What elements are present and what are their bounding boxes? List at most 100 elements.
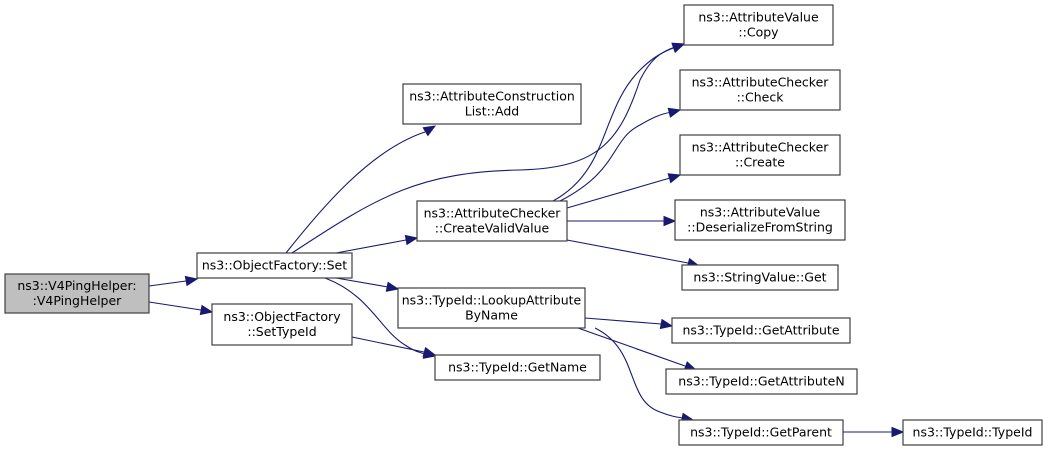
arrowhead-icon (422, 346, 437, 358)
node-label: ns3::AttributeChecker (692, 140, 830, 155)
edge-line (566, 239, 689, 264)
arrowhead-icon (663, 215, 677, 227)
edge-of_set-to-tid_lookup (335, 277, 400, 292)
edge-line (291, 46, 676, 254)
node-box[interactable] (674, 199, 846, 241)
node-label: ns3::V4PingHelper: (17, 278, 136, 293)
edge-line (351, 336, 425, 353)
node-box[interactable] (679, 134, 841, 176)
node-box[interactable] (397, 287, 586, 329)
node-tid-getattrn[interactable]: ns3::TypeId::GetAttributeN (665, 368, 858, 395)
edge-line (335, 277, 389, 288)
node-label: ByName (465, 308, 518, 323)
arrowhead-icon (667, 107, 682, 118)
node-label: ns3::TypeId::GetAttributeN (678, 374, 844, 389)
edge-line (148, 280, 187, 287)
edge-line (594, 327, 684, 419)
edge-line (577, 327, 686, 367)
node-tid-typeid[interactable]: ns3::TypeId::TypeId (902, 419, 1043, 446)
edge-ac_createvalid-to-av_copy (552, 43, 686, 202)
node-tid-getname[interactable]: ns3::TypeId::GetName (434, 354, 601, 381)
edge-line (148, 301, 202, 311)
edge-tid_getparent-to-tid_typeid (843, 426, 905, 438)
edge-of_set-to-acl_add (285, 125, 437, 254)
node-box[interactable] (402, 83, 582, 125)
node-box[interactable] (211, 303, 353, 346)
node-sv-get[interactable]: ns3::StringValue::Get (681, 264, 839, 291)
node-label: List::Add (465, 104, 519, 119)
node-label: ns3::AttributeValue (700, 205, 821, 220)
nodes: ns3::V4PingHelper::V4PingHelperns3::Obje… (4, 4, 1043, 446)
node-box[interactable] (683, 4, 834, 46)
edge-root-to-of_set (148, 275, 199, 287)
edges (148, 42, 905, 438)
edge-tid_lookup-to-tid_getattr (584, 317, 674, 330)
arrowhead-icon (385, 281, 400, 292)
node-label: ::Create (735, 155, 785, 170)
node-box (4, 273, 150, 314)
edge-of_settypeid-to-tid_getname (351, 336, 437, 358)
node-av-deser[interactable]: ns3::AttributeValue::DeserializeFromStri… (674, 199, 846, 241)
edge-ac_createvalid-to-ac_check (559, 107, 682, 202)
node-ac-create[interactable]: ns3::AttributeChecker::Create (679, 134, 841, 176)
edge-line (566, 177, 671, 209)
node-tid-getattr[interactable]: ns3::TypeId::GetAttribute (671, 317, 851, 344)
arrowhead-icon (891, 426, 905, 438)
node-of-set[interactable]: ns3::ObjectFactory::Set (196, 252, 353, 279)
node-label: ns3::StringValue::Get (693, 270, 826, 285)
node-of-settypeid[interactable]: ns3::ObjectFactory::SetTypeId (211, 303, 353, 346)
arrowhead-icon (199, 304, 214, 316)
edge-line (335, 239, 407, 254)
node-box[interactable] (902, 419, 1043, 446)
node-label: ns3::ObjectFactory (223, 309, 341, 324)
arrowhead-icon (184, 275, 199, 287)
arrowhead-icon (671, 43, 686, 53)
node-label: ::DeserializeFromString (687, 220, 833, 235)
node-box[interactable] (679, 69, 841, 111)
arrowhead-icon (667, 173, 682, 184)
node-av-copy[interactable]: ns3::AttributeValue::Copy (683, 4, 834, 46)
node-box[interactable] (681, 264, 839, 291)
edge-line (559, 111, 673, 202)
node-ac-check[interactable]: ns3::AttributeChecker::Check (679, 69, 841, 111)
node-ac-createvalid[interactable]: ns3::AttributeChecker::CreateValidValue (416, 200, 568, 242)
node-root: ns3::V4PingHelper::V4PingHelper (4, 273, 150, 314)
node-label: ns3::AttributeChecker (692, 75, 830, 90)
edge-line (584, 317, 662, 325)
node-label: ns3::TypeId::TypeId (913, 425, 1033, 440)
node-label: :V4PingHelper (33, 293, 122, 308)
edge-line (324, 277, 426, 355)
arrowhead-icon (659, 318, 674, 330)
node-label: ::Check (737, 90, 785, 105)
edge-root-to-of_settypeid (148, 301, 214, 316)
edge-line (285, 131, 426, 254)
node-box[interactable] (434, 354, 601, 381)
node-box[interactable] (665, 368, 858, 395)
node-box[interactable] (416, 200, 568, 242)
node-label: ns3::AttributeChecker (424, 206, 562, 221)
node-label: ::Copy (738, 25, 779, 40)
edge-ac_createvalid-to-av_deser (567, 215, 677, 227)
node-label: ns3::TypeId::LookupAttribute (402, 293, 582, 308)
arrowhead-icon (422, 125, 437, 137)
node-label: ns3::AttributeValue (698, 10, 819, 25)
arrowhead-icon (404, 234, 419, 246)
node-label: ns3::TypeId::GetParent (690, 425, 832, 440)
node-label: ::CreateValidValue (435, 221, 550, 236)
node-box[interactable] (671, 317, 851, 344)
node-box[interactable] (196, 252, 353, 279)
node-label: ::SetTypeId (247, 324, 316, 339)
edge-line (552, 46, 677, 202)
node-tid-getparent[interactable]: ns3::TypeId::GetParent (678, 419, 844, 446)
node-box[interactable] (678, 419, 844, 446)
edge-ac_createvalid-to-ac_create (566, 173, 682, 209)
node-label: ns3::TypeId::GetAttribute (682, 323, 839, 338)
node-label: ns3::ObjectFactory::Set (202, 258, 347, 273)
edge-of_set-to-ac_createvalid (335, 234, 419, 254)
edge-ac_createvalid-to-sv_get (566, 239, 701, 269)
node-label: ns3::AttributeConstruction (409, 89, 575, 104)
node-label: ns3::TypeId::GetName (448, 360, 587, 375)
